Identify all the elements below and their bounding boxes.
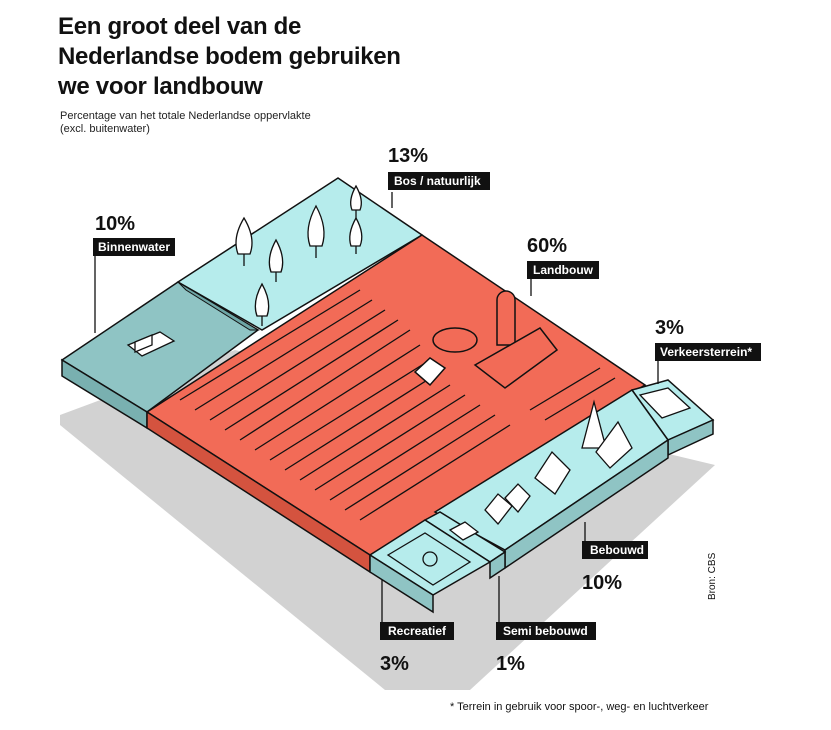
- value-label-bebouwd: 10%: [582, 572, 622, 594]
- label-group-verkeersterrein: 3% Verkeersterrein*: [655, 317, 761, 361]
- label-group-binnenwater: 10% Binnenwater: [93, 213, 175, 256]
- category-label-binnenwater: Binnenwater: [98, 240, 170, 254]
- label-group-recreatief: Recreatief 3%: [380, 622, 454, 675]
- category-label-landbouw: Landbouw: [533, 263, 594, 277]
- category-label-bebouwd: Bebouwd: [590, 543, 644, 557]
- label-group-bebouwd: Bebouwd 10%: [582, 541, 648, 594]
- value-label-recreatief: 3%: [380, 653, 409, 675]
- label-group-semi-bebouwd: Semi bebouwd 1%: [496, 622, 596, 675]
- chart-subtitle: Percentage van het totale Nederlandse op…: [60, 110, 311, 135]
- tree-icons: [235, 184, 363, 326]
- category-label-verkeersterrein: Verkeersterrein*: [660, 345, 752, 359]
- value-label-landbouw: 60%: [527, 235, 567, 257]
- category-label-recreatief: Recreatief: [388, 624, 447, 638]
- label-group-bos-natuurlijk: 13% Bos / natuurlijk: [388, 145, 490, 190]
- category-label-semi-bebouwd: Semi bebouwd: [503, 624, 588, 638]
- chart-title: Een groot deel van de Nederlandse bodem …: [58, 13, 401, 100]
- value-label-bos-natuurlijk: 13%: [388, 145, 428, 167]
- field-rows: [179, 289, 616, 521]
- label-group-landbouw: 60% Landbouw: [527, 235, 599, 279]
- category-label-bos-natuurlijk: Bos / natuurlijk: [394, 174, 481, 188]
- value-label-binnenwater: 10%: [95, 213, 135, 235]
- value-label-verkeersterrein: 3%: [655, 317, 684, 339]
- value-label-semi-bebouwd: 1%: [496, 653, 525, 675]
- block-bos-natuurlijk: [176, 177, 424, 331]
- block-landbouw: [145, 234, 647, 574]
- block-recreatief: [368, 519, 492, 614]
- block-verkeersterrein: [630, 379, 715, 457]
- source-note: Bron: CBS: [707, 552, 718, 600]
- footnote: * Terrein in gebruik voor spoor-, weg- e…: [450, 701, 709, 713]
- building-icons: [484, 399, 633, 526]
